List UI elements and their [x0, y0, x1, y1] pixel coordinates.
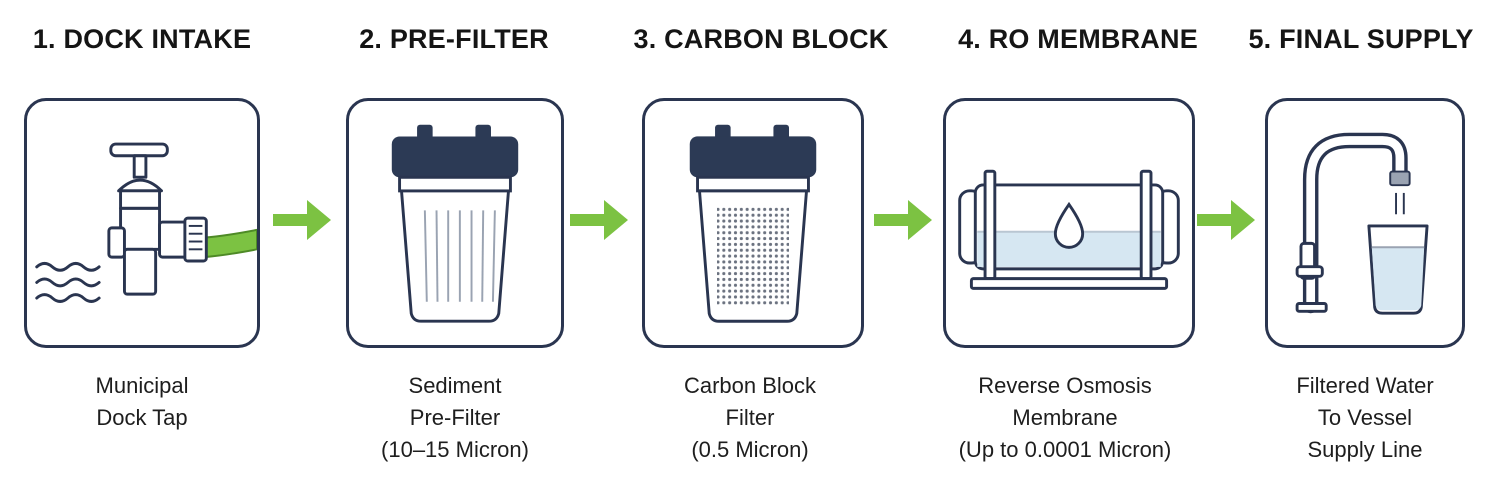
arrow-right-icon	[1197, 200, 1255, 240]
stage-3-box	[642, 98, 864, 348]
stage-3-caption-line-3: (0.5 Micron)	[691, 437, 809, 462]
stage-1-caption-line-1: Municipal	[95, 373, 189, 398]
dock-tap-icon	[35, 142, 257, 303]
stage-5-caption: Filtered Water To Vessel Supply Line	[1225, 370, 1491, 466]
stage-2-caption-line-2: Pre-Filter	[409, 405, 501, 430]
stage-4-caption: Reverse Osmosis Membrane (Up to 0.0001 M…	[925, 370, 1205, 466]
arrow-right-icon	[273, 200, 331, 240]
stage-2-caption: Sediment Pre-Filter (10–15 Micron)	[315, 370, 595, 466]
arrow-right-icon	[570, 200, 628, 240]
arrow-right-icon	[874, 200, 932, 240]
stage-5-caption-line-1: Filtered Water	[1296, 373, 1434, 398]
stage-4-caption-line-2: Membrane	[1012, 405, 1118, 430]
stage-4-caption-line-3: (Up to 0.0001 Micron)	[958, 437, 1172, 462]
carbon-filter-icon	[689, 124, 817, 323]
stage-4-title: 4. RO MEMBRANE	[958, 24, 1198, 54]
stage-2-title: 2. PRE-FILTER	[359, 24, 549, 54]
faucet-glass-icon	[1295, 132, 1429, 315]
sediment-filter-icon	[391, 124, 519, 323]
stage-3-caption-line-2: Filter	[725, 405, 775, 430]
stage-3-title: 3. CARBON BLOCK	[633, 24, 889, 54]
stage-2-box	[346, 98, 564, 348]
stage-3-caption-line-1: Carbon Block	[683, 373, 817, 398]
stage-2-caption-line-3: (10–15 Micron)	[381, 437, 529, 462]
stage-1-title: 1. DOCK INTAKE	[32, 24, 252, 54]
stage-3-caption: Carbon Block Filter (0.5 Micron)	[610, 370, 890, 466]
stage-2-caption-line-1: Sediment	[408, 373, 502, 398]
stage-5-title: 5. FINAL SUPPLY	[1248, 24, 1474, 54]
stage-1-caption: Municipal Dock Tap	[2, 370, 282, 434]
stage-4-box	[943, 98, 1195, 348]
stage-1-caption-line-2: Dock Tap	[96, 405, 188, 430]
stage-5-caption-line-2: To Vessel	[1317, 405, 1413, 430]
stage-5-caption-line-3: Supply Line	[1307, 437, 1423, 462]
stage-1-box	[24, 98, 260, 348]
ro-membrane-icon	[958, 169, 1180, 290]
stage-4-caption-line-1: Reverse Osmosis	[978, 373, 1152, 398]
stage-5-box	[1265, 98, 1465, 348]
